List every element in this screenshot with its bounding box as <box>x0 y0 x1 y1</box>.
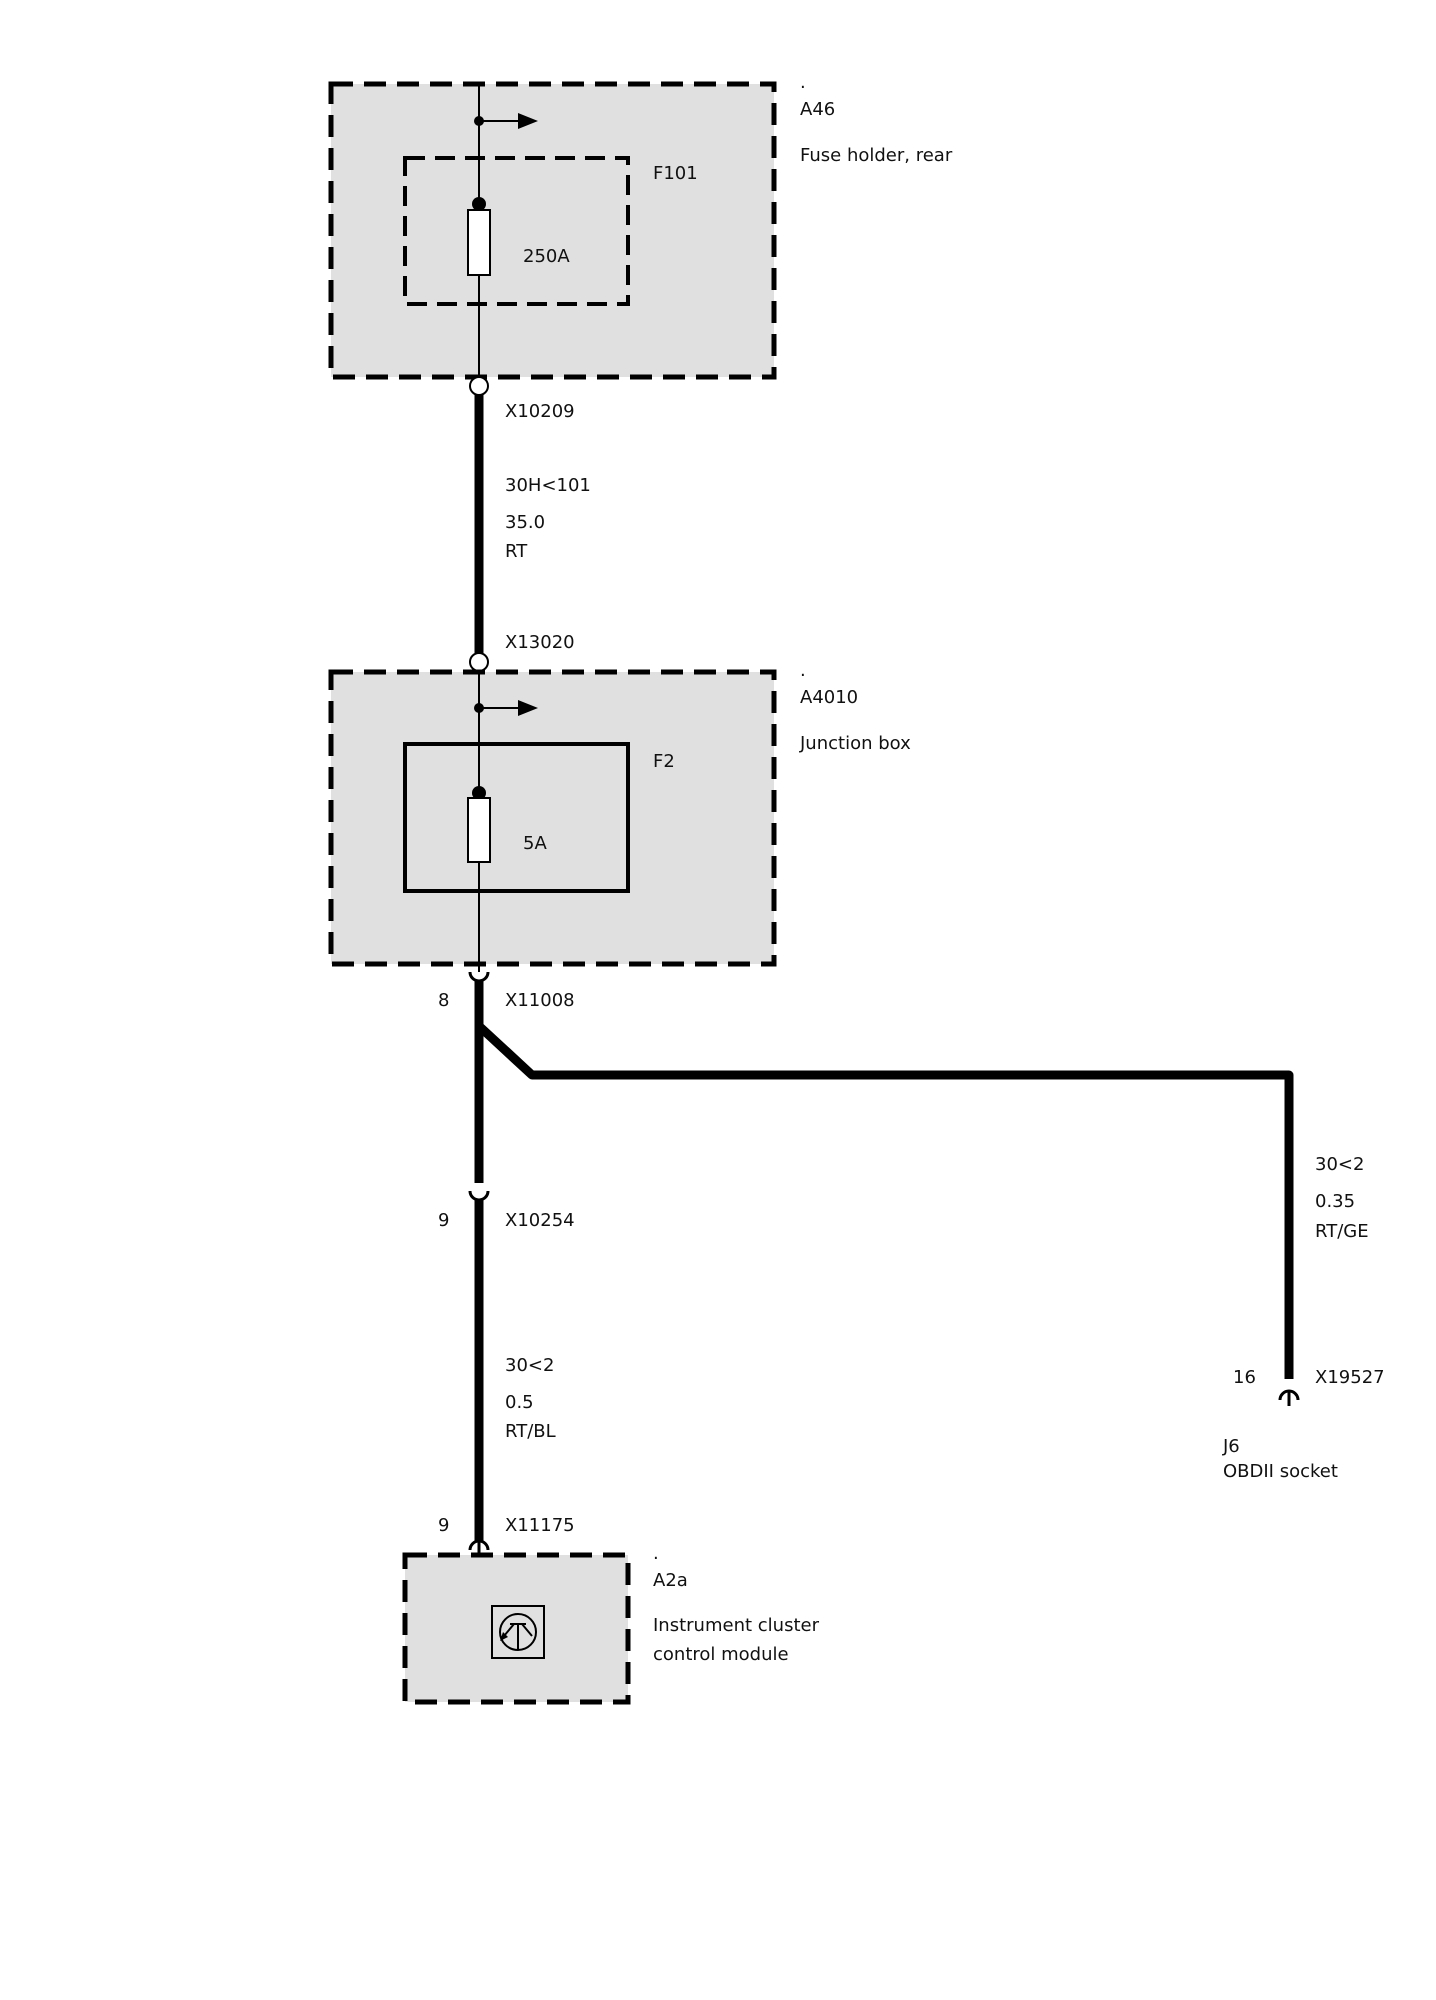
connector-x13020 <box>469 652 489 672</box>
transistor-emitter <box>503 1623 515 1637</box>
f101-id: F101 <box>653 163 698 184</box>
wire-30-2-rtbl-gauge: 0.5 <box>505 1392 534 1413</box>
wire-30h101-circuit: 30H<101 <box>505 475 591 496</box>
a2a-name-line1: Instrument cluster <box>653 1615 820 1636</box>
x19527-id: X19527 <box>1315 1367 1385 1388</box>
connector-x10209 <box>469 376 489 396</box>
fuse-holder-rear-box <box>328 81 777 380</box>
x10254-pin: 9 <box>438 1210 449 1231</box>
wire-30-2-rtbl-circuit: 30<2 <box>505 1355 554 1376</box>
x10209-id: X10209 <box>505 401 575 422</box>
continuation-arrow-a4010-head <box>518 700 538 716</box>
wire-30-2-rtbl-color: RT/BL <box>505 1421 556 1442</box>
wire-30-2-rtge-circuit: 30<2 <box>1315 1154 1364 1175</box>
wire-30-2-branch <box>475 1022 1294 1379</box>
x11175-pin: 9 <box>438 1515 449 1536</box>
a4010-dot: . <box>800 660 806 681</box>
fuse-f2-symbol <box>467 797 491 863</box>
junction-box <box>328 669 777 967</box>
transistor-emitter-arrow <box>500 1632 508 1641</box>
x19527-pin: 16 <box>1233 1367 1256 1388</box>
f2-id: F2 <box>653 751 675 772</box>
f2-rating: 5A <box>523 833 547 854</box>
fuse-f101-symbol <box>467 209 491 276</box>
a2a-dot: . <box>653 1543 659 1564</box>
transistor-symbol-frame <box>491 1605 545 1659</box>
wire-30h101-gauge: 35.0 <box>505 512 545 533</box>
wire-30-2-rtge-color: RT/GE <box>1315 1221 1369 1242</box>
j6-id: J6 <box>1222 1436 1240 1457</box>
connector-x11008 <box>468 971 490 983</box>
fuse-f101-terminal <box>472 197 486 211</box>
connector-x10254 <box>468 1190 490 1202</box>
x10254-id: X10254 <box>505 1210 575 1231</box>
a4010-name: Junction box <box>799 733 911 754</box>
a46-id: A46 <box>800 99 835 120</box>
j6-name: OBDII socket <box>1223 1461 1338 1482</box>
a2a-name-line2: control module <box>653 1644 789 1665</box>
f101-rating: 250A <box>523 246 570 267</box>
x11008-id: X11008 <box>505 990 575 1011</box>
a2a-id: A2a <box>653 1570 688 1591</box>
continuation-arrow-a46-head <box>518 113 538 129</box>
wire-30h101-color: RT <box>505 541 528 562</box>
wire-30-2-rtge-gauge: 0.35 <box>1315 1191 1355 1212</box>
x11008-pin: 8 <box>438 990 449 1011</box>
fuse-f2-terminal <box>472 786 486 800</box>
x13020-id: X13020 <box>505 632 575 653</box>
fuse-f101-box <box>403 156 630 306</box>
transistor-collector <box>521 1623 533 1637</box>
a46-name: Fuse holder, rear <box>800 145 953 166</box>
fuse-f2-box <box>403 742 630 893</box>
a46-dot: . <box>800 72 806 93</box>
a4010-id: A4010 <box>800 687 858 708</box>
instrument-cluster-box <box>402 1552 631 1705</box>
x11175-id: X11175 <box>505 1515 575 1536</box>
